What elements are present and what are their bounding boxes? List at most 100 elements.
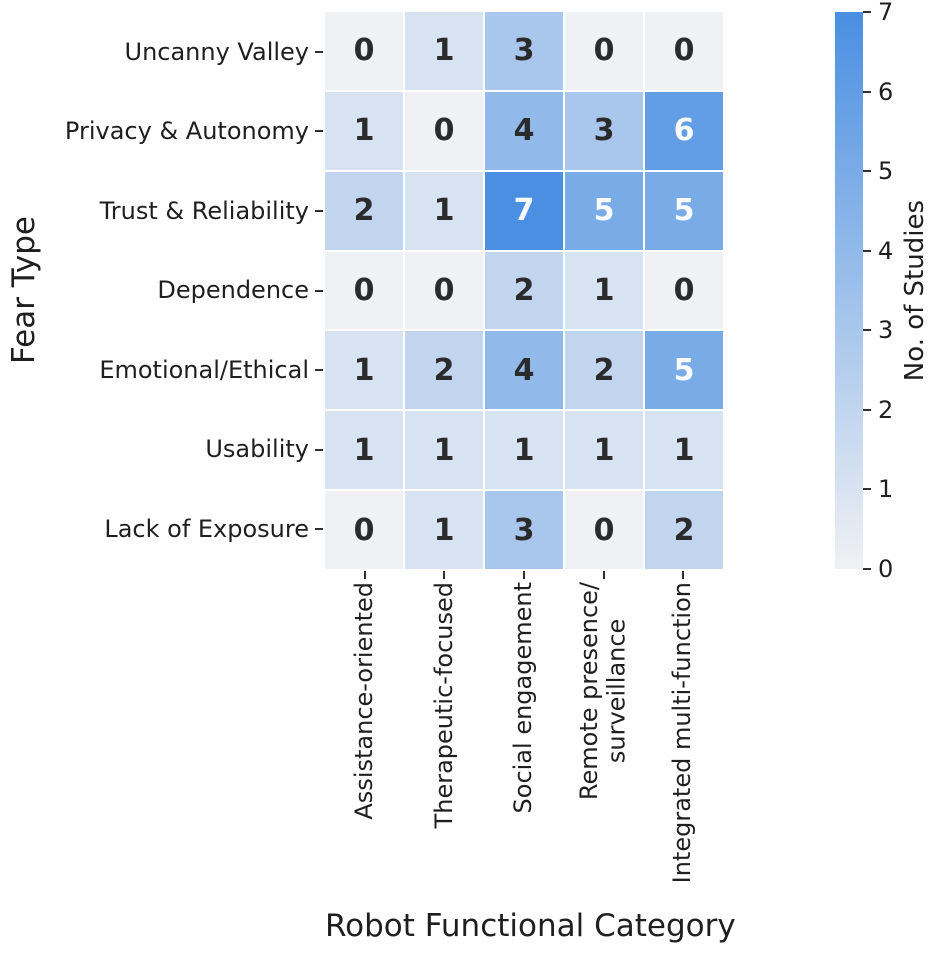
heatmap-cell: 1	[645, 411, 723, 490]
colorbar-tick-mark	[863, 568, 871, 570]
cell-value: 3	[593, 113, 615, 149]
heatmap-cell: 1	[565, 411, 643, 490]
colorbar-tick-label: 3	[878, 316, 894, 345]
cell-value: 5	[593, 193, 615, 229]
cell-value: 1	[353, 352, 375, 388]
cell-value: 1	[673, 432, 695, 468]
cell-value: 1	[593, 272, 615, 308]
x-tick-label-text: Social engagement	[509, 582, 538, 814]
y-tick-mark	[315, 50, 323, 53]
heatmap-cell: 0	[325, 12, 403, 90]
cell-value: 2	[433, 352, 455, 388]
x-tick-label: Assistance-oriented	[325, 582, 405, 912]
colorbar-tick-mark	[863, 408, 871, 411]
colorbar-tick-mark	[863, 11, 871, 13]
heatmap-cell: 0	[325, 251, 403, 330]
y-tick-mark	[315, 130, 323, 133]
cell-value: 0	[673, 33, 695, 69]
cell-value: 5	[673, 352, 695, 388]
cell-value: 2	[353, 193, 375, 229]
heatmap-cell: 2	[485, 251, 563, 330]
heatmap-cell: 0	[565, 12, 643, 90]
cell-value: 0	[353, 272, 375, 308]
cell-value: 6	[673, 113, 695, 149]
y-tick-label: Dependence	[157, 276, 309, 305]
heatmap-cell: 1	[325, 91, 403, 170]
colorbar-tick-label: 1	[878, 475, 894, 504]
x-tick-label-text: Remote presence/ surveillance	[575, 582, 631, 801]
y-tick-mark	[315, 209, 323, 212]
cell-value: 1	[513, 432, 535, 468]
cell-value: 2	[673, 512, 695, 548]
y-tick-mark	[315, 369, 323, 372]
heatmap-cell: 0	[645, 12, 723, 90]
y-tick-mark	[315, 448, 323, 451]
heatmap-cell: 4	[485, 91, 563, 170]
cell-value: 1	[433, 33, 455, 69]
colorbar-title-text: No. of Studies	[900, 199, 930, 382]
colorbar-title: No. of Studies	[899, 12, 931, 569]
x-tick-label-text: Integrated multi-function	[668, 582, 697, 884]
y-tick-mark	[315, 289, 323, 292]
heatmap-cell: 0	[645, 251, 723, 330]
heatmap-cell: 3	[485, 491, 563, 569]
colorbar-tick-mark	[863, 488, 871, 491]
cell-value: 3	[513, 512, 535, 548]
colorbar-tick-label: 4	[878, 236, 894, 265]
cell-value: 0	[353, 512, 375, 548]
heatmap-cell: 0	[325, 491, 403, 569]
cell-value: 0	[673, 272, 695, 308]
heatmap-cell: 0	[405, 251, 483, 330]
cell-value: 7	[513, 193, 535, 229]
cell-value: 4	[513, 352, 535, 388]
colorbar-tick-mark	[863, 249, 871, 252]
heatmap-cell: 3	[565, 91, 643, 170]
colorbar	[835, 12, 863, 569]
cell-value: 2	[513, 272, 535, 308]
heatmap-cell: 3	[485, 12, 563, 90]
heatmap-cell: 2	[645, 491, 723, 569]
colorbar-tick-label: 2	[878, 395, 894, 424]
heatmap-cell: 7	[485, 171, 563, 250]
x-tick-mark	[443, 571, 446, 579]
cell-value: 0	[353, 33, 375, 69]
y-tick-label: Privacy & Autonomy	[64, 117, 309, 146]
x-axis-title: Robot Functional Category	[325, 908, 736, 944]
x-tick-mark	[363, 571, 366, 579]
heatmap-cell: 1	[485, 411, 563, 490]
heatmap-cell: 4	[485, 331, 563, 410]
x-tick-mark	[602, 571, 605, 579]
cell-value: 1	[593, 432, 615, 468]
cell-value: 1	[353, 432, 375, 468]
y-tick-label: Emotional/Ethical	[99, 355, 309, 384]
heatmap-cell: 1	[325, 411, 403, 490]
heatmap-cell: 0	[405, 91, 483, 170]
cell-value: 1	[433, 512, 455, 548]
heatmap-cell: 2	[405, 331, 483, 410]
heatmap-cell: 2	[565, 331, 643, 410]
x-tick-label: Integrated multi-function	[643, 582, 723, 912]
colorbar-tick-label: 0	[878, 555, 894, 583]
heatmap-cell: 6	[645, 91, 723, 170]
x-tick-label-text: Assistance-oriented	[350, 582, 378, 820]
colorbar-tick-label: 6	[878, 77, 894, 106]
x-tick-mark	[682, 571, 685, 579]
cell-value: 0	[433, 272, 455, 308]
cell-value: 2	[593, 352, 615, 388]
heatmap-cell: 0	[565, 491, 643, 569]
colorbar-tick-mark	[863, 90, 871, 93]
y-tick-label: Trust & Reliability	[99, 196, 309, 225]
heatmap-cell: 1	[405, 12, 483, 90]
x-tick-label: Remote presence/ surveillance	[564, 582, 644, 912]
colorbar-tick-mark	[863, 329, 871, 332]
heatmap-cell: 5	[645, 331, 723, 410]
heatmap-cell: 5	[565, 171, 643, 250]
cell-value: 4	[513, 113, 535, 149]
colorbar-tick-mark	[863, 170, 871, 173]
x-tick-label-text: Therapeutic-focused	[429, 582, 458, 829]
cell-value: 0	[593, 512, 615, 548]
x-tick-mark	[523, 571, 525, 579]
colorbar-tick-label: 5	[878, 157, 894, 186]
